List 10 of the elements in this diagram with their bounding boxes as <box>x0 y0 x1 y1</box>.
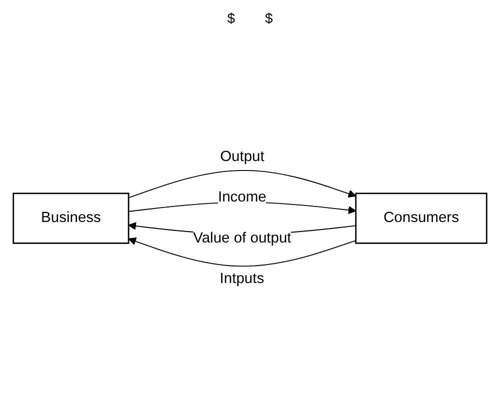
arrow <box>128 170 356 198</box>
note-text: $ <box>227 10 235 26</box>
edge-label: Output <box>220 148 264 165</box>
edge-label: Intputs <box>220 270 264 286</box>
note-text: $ <box>265 10 273 26</box>
arrow <box>128 237 356 266</box>
edge-label: Value of output <box>193 230 292 246</box>
node-box: Business <box>12 192 130 244</box>
node-box: Consumers <box>355 192 488 244</box>
edge-label: Income <box>218 189 266 206</box>
